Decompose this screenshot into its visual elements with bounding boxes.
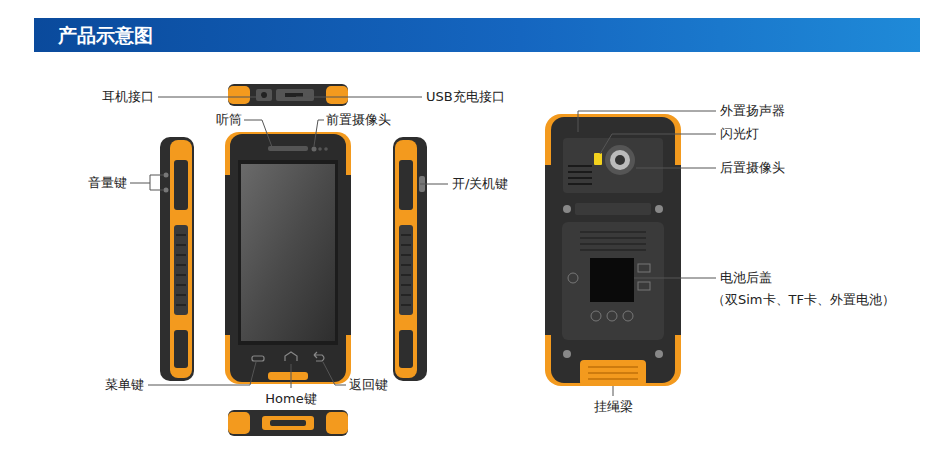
part-label: 外置扬声器 bbox=[720, 103, 785, 119]
part-label: 听筒 bbox=[216, 112, 242, 128]
part-label: 闪光灯 bbox=[720, 126, 759, 142]
back-view bbox=[545, 114, 681, 386]
title-bar bbox=[34, 18, 920, 52]
part-label: 挂绳梁 bbox=[594, 399, 633, 415]
left-side-view bbox=[160, 137, 194, 381]
part-label: （双Sim卡、TF卡、外置电池） bbox=[712, 292, 895, 308]
leader-lines bbox=[130, 97, 716, 396]
right-side-view bbox=[393, 137, 427, 381]
part-label: 耳机接口 bbox=[102, 89, 154, 105]
bottom-view bbox=[228, 410, 348, 436]
part-label: 前置摄像头 bbox=[326, 112, 391, 128]
part-label: USB充电接口 bbox=[426, 89, 505, 105]
part-label: 返回键 bbox=[349, 377, 388, 393]
part-label: 后置摄像头 bbox=[720, 160, 785, 176]
page-title: 产品示意图 bbox=[58, 23, 153, 47]
part-label: 电池后盖 bbox=[720, 270, 772, 286]
front-view bbox=[225, 132, 351, 384]
part-label: 音量键 bbox=[88, 175, 127, 191]
part-label: 菜单键 bbox=[105, 377, 144, 393]
part-label: 开/关机键 bbox=[452, 176, 508, 192]
part-label: Home键 bbox=[265, 391, 316, 407]
top-view bbox=[228, 84, 348, 106]
